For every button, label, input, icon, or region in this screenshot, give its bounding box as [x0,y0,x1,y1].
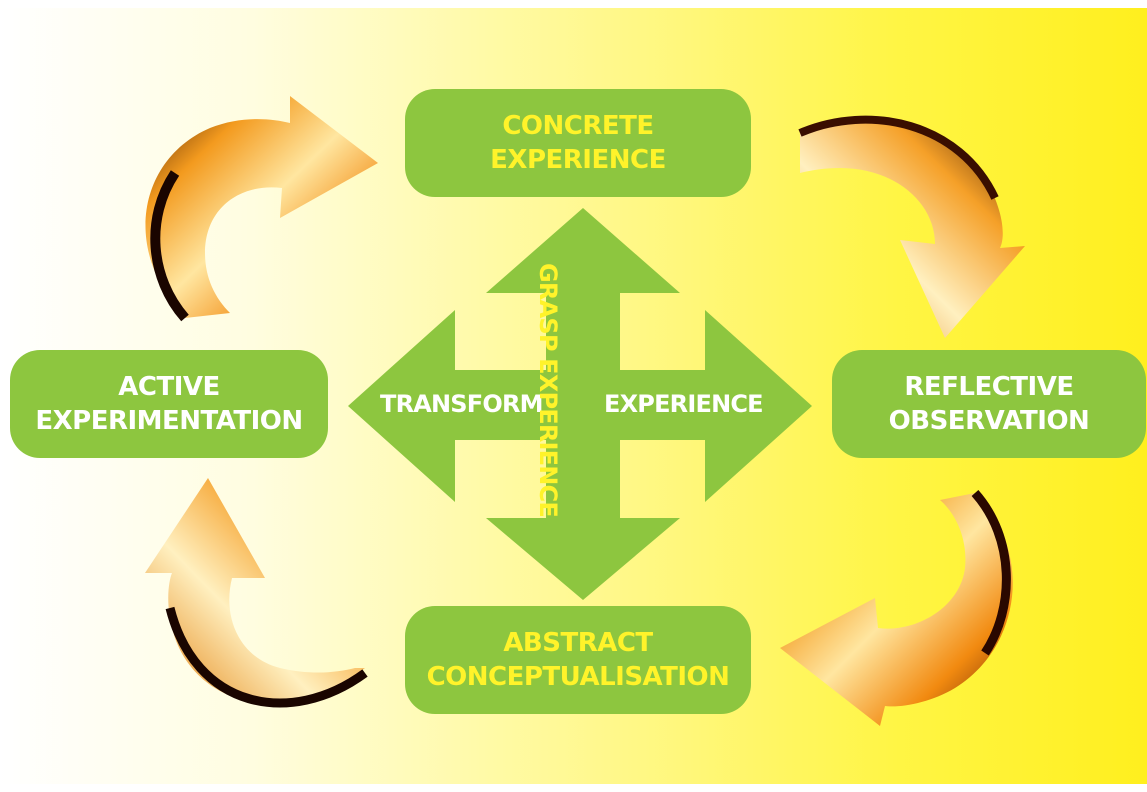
curved-arrow-bottom-left [145,478,368,708]
learning-cycle-diagram: CONCRETE EXPERIENCE ACTIVE EXPERIMENTATI… [0,8,1147,784]
reflective-observation-box: REFLECTIVE OBSERVATION [832,350,1146,458]
grasp-experience-label: GRASP EXPERIENCE [534,263,562,517]
diagram-graphics [145,96,1025,726]
curved-arrow-top-left [145,96,378,322]
experience-label: EXPERIENCE [604,390,764,418]
transform-label: TRANSFORM [380,390,544,418]
four-way-arrow [348,208,812,600]
active-experimentation-box: ACTIVE EXPERIMENTATION [10,350,328,458]
curved-arrow-bottom-right [780,490,1013,726]
concrete-experience-box: CONCRETE EXPERIENCE [405,89,751,197]
curved-arrow-top-right [798,115,1025,338]
abstract-conceptualisation-box: ABSTRACT CONCEPTUALISATION [405,606,751,714]
